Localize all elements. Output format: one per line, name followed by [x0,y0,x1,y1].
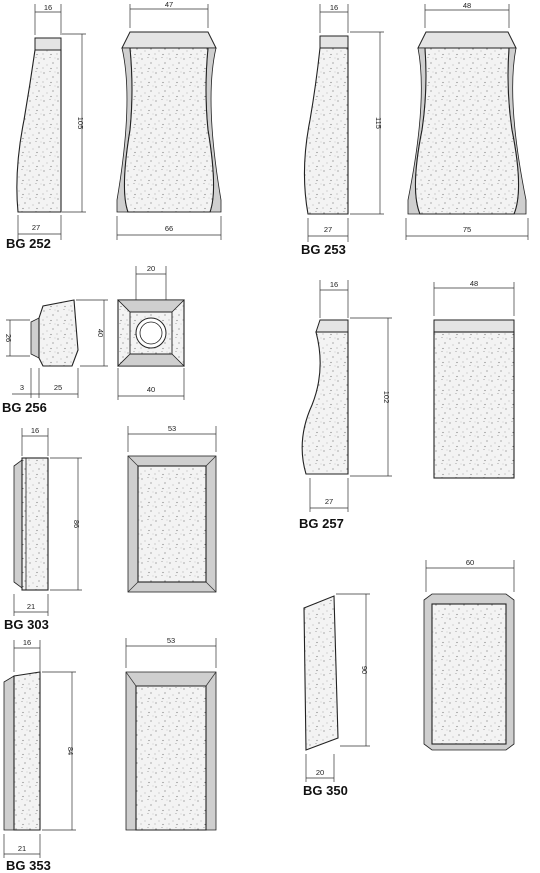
bg257-front-view [433,319,515,479]
bg303-height-value: 86 [72,520,81,528]
bg253-dimension-height: 115 [350,31,384,215]
bg257-dimension-height: 102 [350,317,392,477]
piece-bg-257: 16 102 27 48 BG 257 [299,279,515,531]
bg256-small-end-value: 26 [4,334,13,342]
bg252-side-view [16,37,62,213]
bg303-front-view [127,455,217,593]
bg353-front-view [125,671,217,831]
bg256-dimension-hole: 20 [135,264,167,300]
bg303-width-side-value: 21 [27,602,35,611]
bg353-code-label: BG 353 [6,858,51,873]
bg253-side-view [303,35,349,215]
bg252-top-side-value: 16 [44,3,52,12]
bg350-front-view [423,593,515,751]
bg253-height-value: 115 [374,117,383,129]
bg256-code-label: BG 256 [2,400,47,415]
bg257-dimension-top-front: 48 [433,279,515,316]
bg252-code-label: BG 252 [6,236,51,251]
bg256-dimension-small-end: 26 [4,319,30,357]
bg257-top-front-value: 48 [470,279,478,288]
bg252-width-side-value: 27 [32,223,40,232]
bg252-dimension-top-side: 16 [34,3,62,35]
bg253-dimension-width-front: 75 [405,218,529,240]
bg252-dimension-width-front: 66 [116,216,222,240]
bg253-dimension-width-side: 27 [307,218,349,242]
bg303-code-label: BG 303 [4,617,49,632]
bg257-top-side-value: 16 [330,280,338,289]
bg256-hole-value: 20 [147,264,155,273]
bg353-height-value: 84 [66,747,75,755]
bg353-side-view [3,671,41,831]
bg252-top-front-value: 47 [165,0,173,9]
piece-bg-353: 16 84 21 53 BG 353 [3,636,217,873]
bg256-side-view [30,299,79,367]
bg253-width-front-value: 75 [463,225,471,234]
bg256-length-value: 25 [54,383,62,392]
bg350-dimension-width-side: 20 [305,754,335,782]
bg256-dimension-lip-length: 3 25 [12,368,79,398]
bg303-top-side-value: 16 [31,426,39,435]
bg257-side-view [301,319,349,475]
bg252-height-value: 105 [76,117,85,130]
bg350-dimension-height: 90 [336,593,370,747]
bg353-dimension-height: 84 [42,671,76,831]
bg253-dimension-top-side: 16 [319,3,349,33]
bg350-top-front-value: 60 [466,558,474,567]
bg253-width-side-value: 27 [324,225,332,234]
bg350-side-view [303,595,339,751]
piece-bg-256: 26 40 3 25 20 40 BG 256 [2,264,185,415]
bg303-dimension-height: 86 [50,457,82,591]
bg256-front-view [117,299,185,367]
bg353-top-front-value: 53 [167,636,175,645]
bg256-width-value: 40 [147,385,155,394]
bg257-height-value: 102 [382,391,391,404]
bg253-front-view [407,31,527,215]
bg256-dimension-large-end: 40 [76,299,108,367]
bg257-width-side-value: 27 [325,497,333,506]
piece-bg-252: 16 105 27 47 66 BG 252 [6,0,222,251]
bg350-height-value: 90 [360,666,369,674]
bg353-dimension-width-side: 21 [3,834,41,858]
bg256-lip-value: 3 [20,383,24,392]
bg353-top-side-value: 16 [23,638,31,647]
bg257-dimension-top-side: 16 [319,280,349,318]
bg257-code-label: BG 257 [299,516,344,531]
bg303-dimension-top-side: 16 [21,426,49,456]
bg252-width-front-value: 66 [165,224,173,233]
bg253-dimension-top-front: 48 [424,1,510,28]
bg256-dimension-width: 40 [117,368,185,400]
bg303-side-view [13,457,49,591]
piece-bg-350: 90 20 60 BG 350 [303,558,515,798]
bg252-front-view [116,31,222,213]
bg303-dimension-top-front: 53 [127,424,217,452]
bg353-dimension-top-front: 53 [125,636,217,668]
bg350-code-label: BG 350 [303,783,348,798]
bg252-dimension-top-front: 47 [129,0,209,28]
bg257-dimension-width-side: 27 [309,478,349,512]
bg353-dimension-top-side: 16 [13,638,41,672]
bg303-dimension-width-side: 21 [13,594,49,616]
bg353-width-side-value: 21 [18,844,26,853]
piece-bg-253: 16 115 27 48 75 BG 253 [301,1,529,257]
bg253-top-side-value: 16 [330,3,338,12]
piece-bg-303: 16 86 21 53 BG 303 [4,424,217,632]
bg253-code-label: BG 253 [301,242,346,257]
bg303-top-front-value: 53 [168,424,176,433]
bg252-dimension-width-side: 27 [17,215,62,240]
bg252-dimension-height: 105 [62,33,86,213]
bg253-top-front-value: 48 [463,1,471,10]
bg350-dimension-top-front: 60 [425,558,515,592]
bg350-width-side-value: 20 [316,768,324,777]
bg256-large-end-value: 40 [96,329,105,337]
